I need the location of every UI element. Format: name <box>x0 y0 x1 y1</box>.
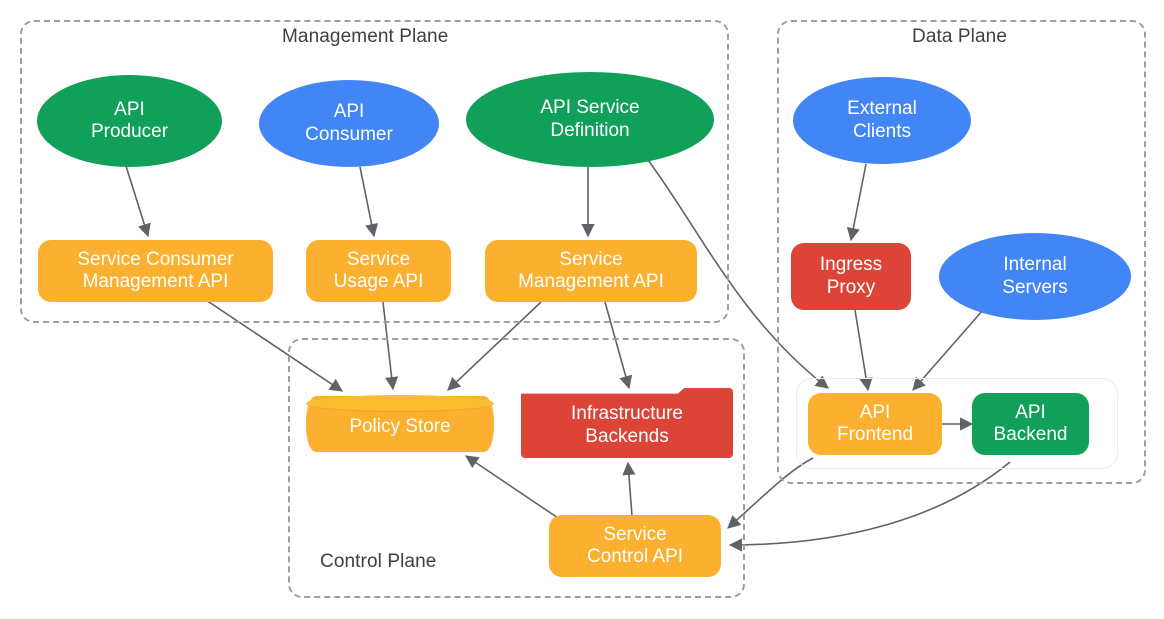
node-api-producer[interactable]: API Producer <box>37 75 222 167</box>
node-service-usage-api-label: Service Usage API <box>333 248 424 292</box>
management-plane <box>20 20 729 323</box>
node-api-service-definition-label: API Service Definition <box>540 97 640 141</box>
node-service-consumer-management-api[interactable]: Service Consumer Management API <box>38 240 273 302</box>
node-service-usage-api[interactable]: Service Usage API <box>306 240 451 302</box>
control-plane-title: Control Plane <box>320 551 437 572</box>
node-service-control-api[interactable]: Service Control API <box>549 515 721 577</box>
node-api-consumer[interactable]: API Consumer <box>259 80 439 167</box>
node-api-consumer-label: API Consumer <box>305 101 393 145</box>
node-service-management-api[interactable]: Service Management API <box>485 240 697 302</box>
node-infrastructure-backends-label: Infrastructure Backends <box>571 403 683 447</box>
node-ingress-proxy[interactable]: Ingress Proxy <box>791 243 911 310</box>
node-api-frontend[interactable]: API Frontend <box>808 393 942 455</box>
node-external-clients-label: External Clients <box>847 98 917 142</box>
node-api-producer-label: API Producer <box>90 98 169 142</box>
node-ingress-proxy-label: Ingress Proxy <box>819 254 883 298</box>
node-infrastructure-backends[interactable]: Infrastructure Backends <box>521 388 733 458</box>
node-policy-store[interactable]: Policy Store <box>306 395 494 452</box>
node-external-clients[interactable]: External Clients <box>793 77 971 164</box>
node-policy-store-label: Policy Store <box>349 416 451 438</box>
cylinder-top <box>306 395 494 412</box>
node-api-frontend-label: API Frontend <box>836 401 914 445</box>
node-internal-servers-label: Internal Servers <box>1002 254 1068 298</box>
node-service-management-api-label: Service Management API <box>518 248 664 292</box>
node-api-backend[interactable]: API Backend <box>972 393 1089 455</box>
data-plane <box>777 20 1146 484</box>
node-api-backend-label: API Backend <box>993 401 1068 445</box>
control-plane <box>288 338 745 598</box>
data-plane-title: Data Plane <box>912 26 1008 47</box>
node-service-control-api-label: Service Control API <box>586 523 684 567</box>
management-plane-title: Management Plane <box>282 26 449 47</box>
api-runtime-group <box>796 378 1118 469</box>
node-api-service-definition[interactable]: API Service Definition <box>466 72 714 167</box>
node-service-consumer-management-api-label: Service Consumer Management API <box>77 248 234 292</box>
node-internal-servers[interactable]: Internal Servers <box>939 233 1131 320</box>
